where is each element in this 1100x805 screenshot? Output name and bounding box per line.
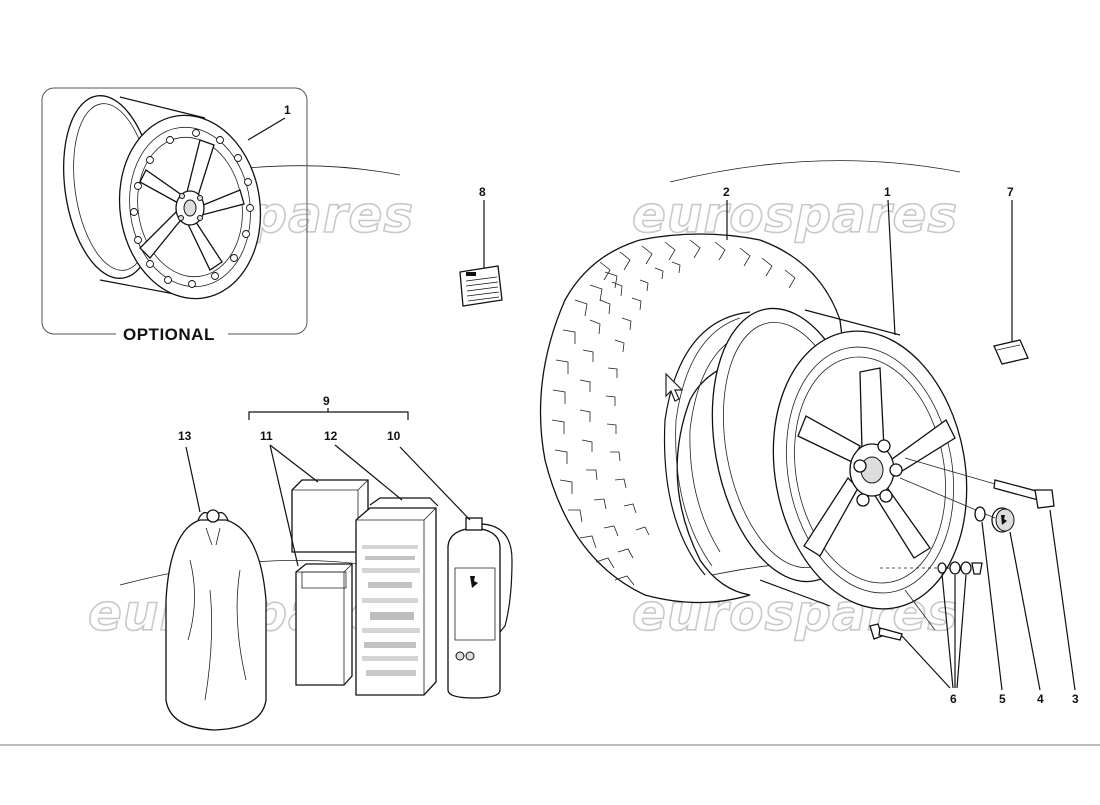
mouse-pointer-icon (665, 372, 684, 402)
callout-1-main: 1 (884, 185, 891, 199)
callout-2: 2 (723, 185, 730, 199)
tyre-pressure-label-plate: 8 (459, 185, 503, 307)
repair-kit-carton: 12 (324, 429, 439, 696)
main-wheel-rim: 1 (711, 185, 968, 610)
callout-6: 6 (950, 692, 957, 706)
callout-3: 3 (1072, 692, 1079, 706)
callout-8: 8 (479, 185, 486, 199)
callout-1-optional: 1 (284, 103, 291, 117)
balance-weight: 7 (993, 185, 1029, 365)
optional-split-rim-wheel (62, 95, 262, 300)
footer-divider (0, 744, 1100, 746)
wheel-bolt: 3 (904, 457, 1079, 706)
optional-wheel-panel: OPTIONAL (41, 87, 308, 344)
watermark-top-right: eurospares (632, 186, 958, 244)
carton-print-pattern (362, 545, 420, 676)
callout-13: 13 (178, 429, 192, 443)
tread-pattern (551, 239, 796, 586)
storage-bag: 13 (165, 429, 267, 731)
rim-bolts (130, 129, 254, 288)
callout-10: 10 (387, 429, 401, 443)
repair-kit-bracket: 9 (248, 394, 409, 420)
sealant-box-parts: 11 (260, 429, 369, 686)
callout-5: 5 (999, 692, 1006, 706)
callout-7: 7 (1007, 185, 1014, 199)
tyre-valve-parts: 6 (869, 561, 983, 706)
centre-cap: 4 (899, 477, 1044, 706)
callout-11: 11 (260, 429, 273, 443)
callout-12: 12 (324, 429, 338, 443)
callout-9: 9 (323, 394, 330, 408)
optional-label: OPTIONAL (123, 325, 215, 344)
o-ring: 5 (974, 506, 1006, 706)
inflator-aerosol-can: 10 (387, 429, 513, 699)
callout-4: 4 (1037, 692, 1044, 706)
